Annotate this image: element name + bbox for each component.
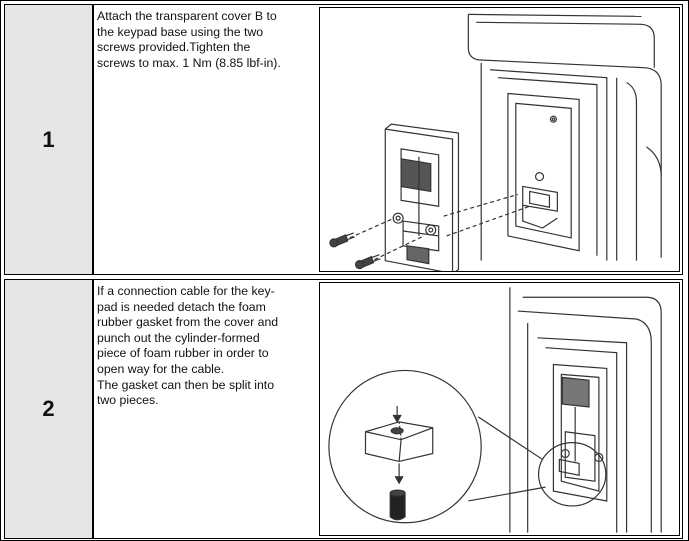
step-number-1: 1 xyxy=(5,5,93,274)
step-row-1: 1 Attach the transparent cover B to the … xyxy=(4,4,683,275)
step-text-1: Attach the transparent cover B to the ke… xyxy=(97,9,281,70)
step-text-2: If a connection cable for the key- pad i… xyxy=(97,284,279,408)
gasket-drawing xyxy=(328,287,662,533)
column-divider xyxy=(93,280,96,538)
step-row-2: 2 If a connection cable for the key- pad… xyxy=(4,279,683,539)
illustration-cover-attach xyxy=(319,7,680,272)
illustration-gasket xyxy=(319,282,680,536)
cover-attach-drawing xyxy=(329,13,662,271)
step-number-2: 2 xyxy=(5,280,93,538)
column-divider xyxy=(93,5,96,274)
